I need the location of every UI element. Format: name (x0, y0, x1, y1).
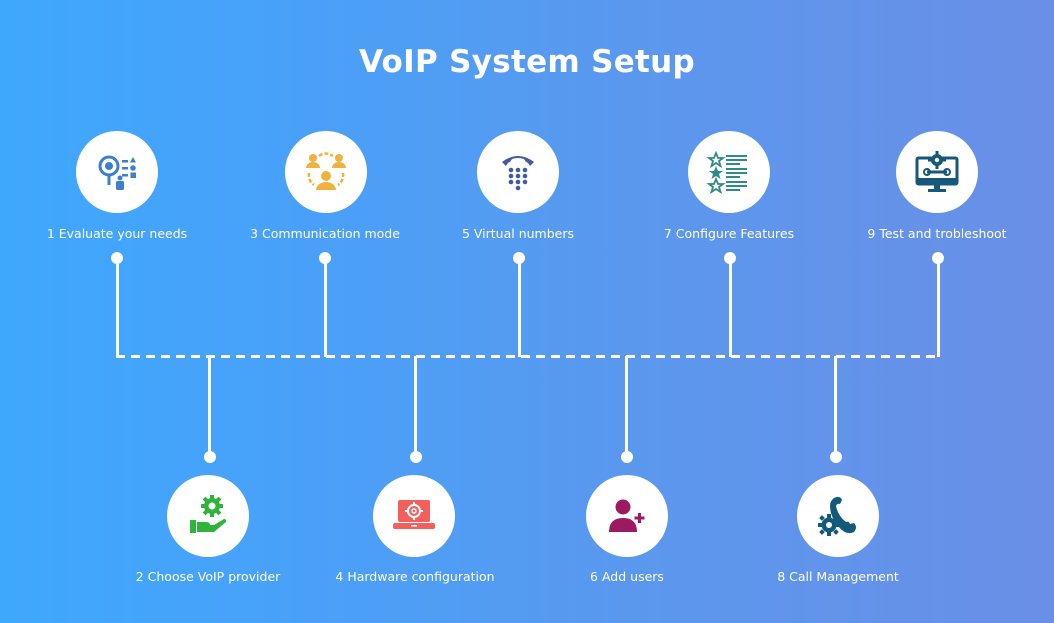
phone-keypad-icon (502, 156, 534, 191)
step-7-circle (688, 131, 770, 213)
step-2-circle (167, 475, 249, 557)
step-3-connector (324, 258, 327, 357)
step-1-label: 1 Evaluate your needs (46, 226, 188, 241)
evaluate-needs-icon (98, 155, 136, 190)
team-communication-icon (306, 152, 346, 190)
star-checklist-icon (706, 150, 747, 195)
step-3-circle (285, 131, 367, 213)
step-6-connector (625, 356, 628, 456)
step-6-label: 6 Add users (590, 569, 664, 584)
step-6-circle (586, 475, 668, 557)
step-4-dot (410, 451, 422, 463)
add-user-icon (609, 499, 645, 532)
step-4-circle (373, 475, 455, 557)
step-5-circle (477, 131, 559, 213)
step-4-connector (414, 356, 417, 456)
page-title: VoIP System Setup (358, 44, 696, 80)
step-9-connector (937, 258, 940, 357)
step-8-dot (830, 451, 842, 463)
step-1-circle (76, 131, 158, 213)
timeline-dashed-line (116, 355, 940, 358)
step-8-connector (834, 356, 837, 456)
step-2-dot (204, 451, 216, 463)
step-7-connector (729, 258, 732, 357)
step-2-connector (208, 356, 211, 456)
step-8-circle (797, 475, 879, 557)
phone-gear-icon (818, 496, 856, 536)
step-3-label: 3 Communication mode (250, 226, 400, 241)
step-1-connector (116, 258, 119, 357)
laptop-gear-icon (393, 500, 435, 529)
step-5-connector (518, 258, 521, 357)
step-9-label: 9 Test and trobleshoot (867, 226, 1007, 241)
provider-hand-gear-icon (190, 495, 227, 533)
step-7-label: 7 Configure Features (663, 226, 795, 241)
step-2-label: 2 Choose VoIP provider (135, 569, 281, 584)
step-8-label: 8 Call Management (777, 569, 899, 584)
step-4-label: 4 Hardware configuration (335, 569, 495, 584)
monitor-tools-icon (915, 151, 959, 192)
step-6-dot (621, 451, 633, 463)
step-5-label: 5 Virtual numbers (461, 226, 575, 241)
step-9-circle (896, 131, 978, 213)
